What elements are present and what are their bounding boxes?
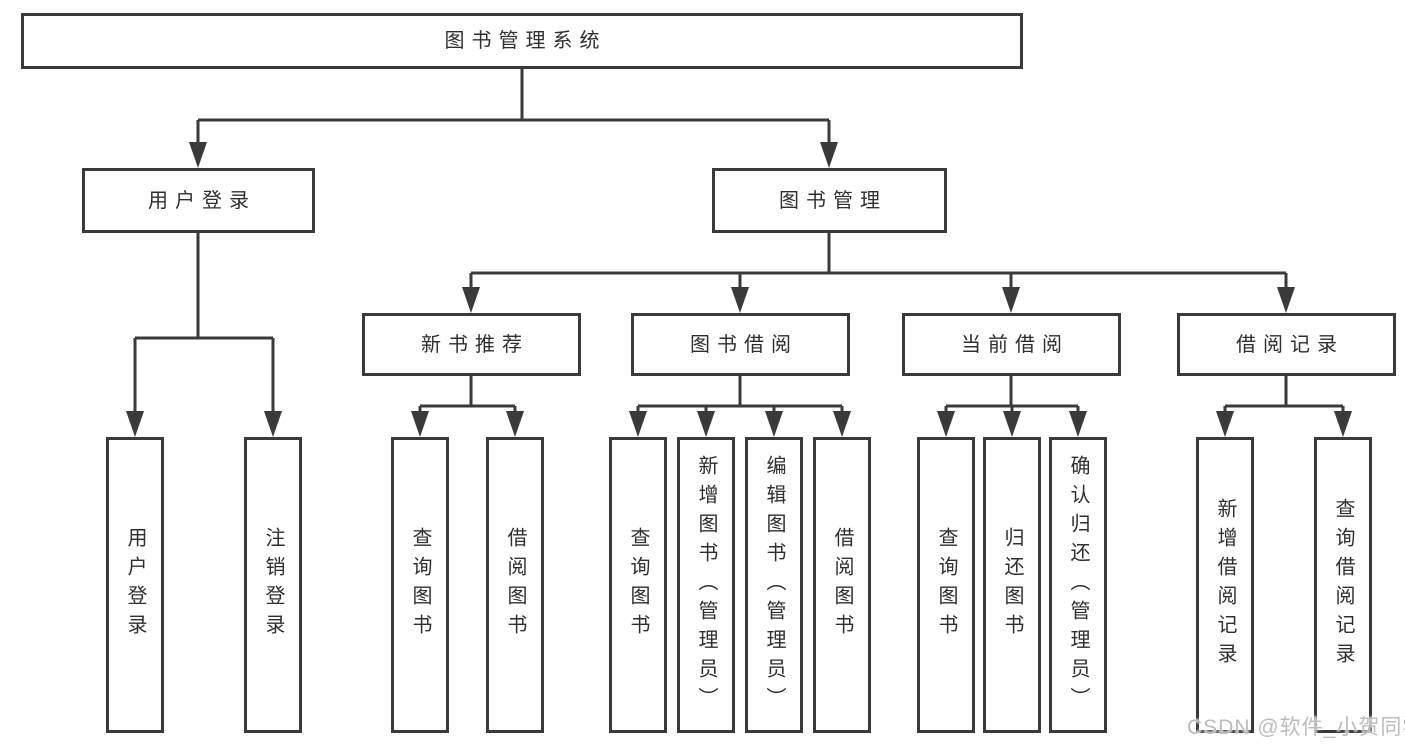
leaf-records-query-record: 查询借阅记录: [1314, 437, 1372, 733]
leaf-borrow-query-books: 查询图书: [609, 437, 667, 733]
leaf-borrow-borrow-books: 借阅图书: [813, 437, 871, 733]
node-book-borrow: 图书借阅: [631, 313, 850, 376]
watermark: CSDN @软件_小贺同学: [1187, 716, 1405, 739]
node-current-borrow: 当前借阅: [902, 313, 1121, 376]
leaf-logout: 注销登录: [244, 437, 302, 733]
node-new-book-recommend: 新书推荐: [362, 313, 581, 376]
arrowheads: [126, 142, 1352, 437]
leaf-recommend-borrow-books: 借阅图书: [486, 437, 544, 733]
leaf-current-query-books: 查询图书: [917, 437, 975, 733]
leaf-recommend-query-books: 查询图书: [391, 437, 449, 733]
node-root-system: 图书管理系统: [21, 13, 1023, 69]
leaf-user-login: 用户登录: [106, 437, 164, 733]
leaf-records-add-record: 新增借阅记录: [1196, 437, 1254, 733]
node-borrow-records: 借阅记录: [1177, 313, 1396, 376]
leaf-borrow-edit-books-admin: 编辑图书（管理员）: [745, 437, 803, 733]
leaf-current-return-books: 归还图书: [983, 437, 1041, 733]
leaf-borrow-add-books-admin: 新增图书（管理员）: [677, 437, 735, 733]
node-book-management: 图书管理: [712, 168, 947, 233]
node-user-login: 用户登录: [82, 168, 315, 233]
leaf-current-confirm-return-admin: 确认归还（管理员）: [1049, 437, 1107, 733]
